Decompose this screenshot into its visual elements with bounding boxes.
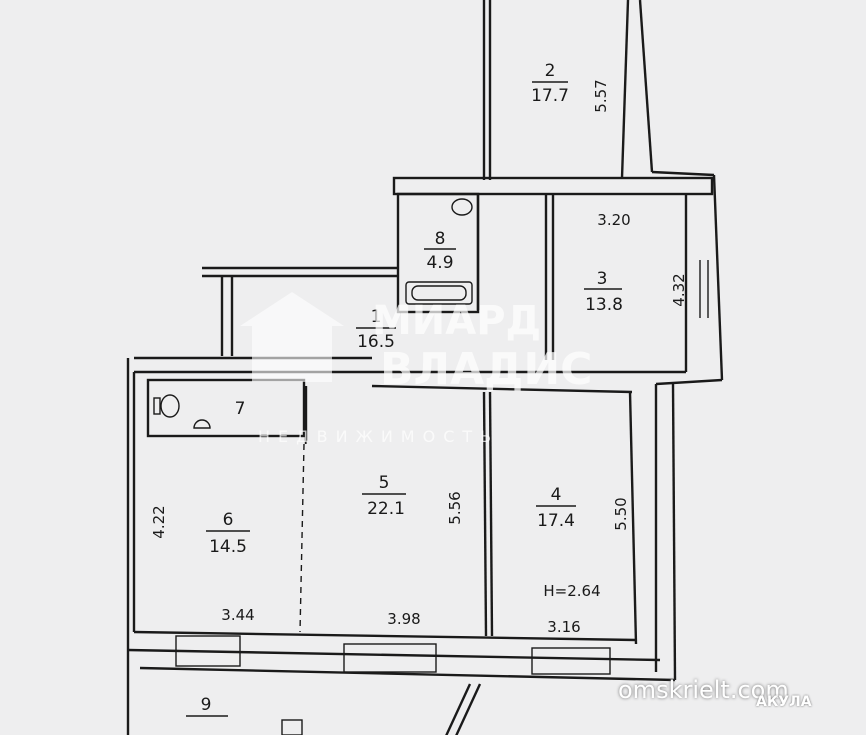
- site-watermark: omskrielt.com: [618, 676, 789, 704]
- room-2-number: 2: [545, 61, 556, 81]
- room-8-area: 4.9: [426, 253, 453, 273]
- room-6-label: 6 14.5: [206, 510, 250, 557]
- room-2-walls: [482, 0, 654, 180]
- room-8-number: 8: [435, 229, 446, 249]
- basin-icon: [193, 419, 211, 429]
- room-2-label: 2 17.7: [531, 61, 569, 106]
- dim-550: 5.50: [612, 497, 630, 530]
- room-9-number: 9: [201, 695, 212, 715]
- room-3-area: 13.8: [585, 295, 623, 315]
- watermark-brand-line1: МИАРД: [372, 298, 541, 344]
- room-6-area: 14.5: [209, 537, 247, 557]
- room-3-number: 3: [597, 269, 608, 289]
- dim-557: 5.57: [592, 79, 610, 112]
- dim-398: 3.98: [387, 610, 420, 628]
- toilet-icon: [153, 394, 180, 418]
- room-6-number: 6: [223, 510, 234, 530]
- room-1-label: 1 16.5: [356, 307, 396, 352]
- dim-320: 3.20: [597, 211, 630, 229]
- watermark-tagline: НЕДВИЖИМОСТЬ: [258, 427, 499, 446]
- bathtub-icon: [405, 281, 473, 305]
- room-4-area: 17.4: [537, 511, 575, 531]
- room-5-label: 5 22.1: [362, 473, 406, 519]
- room-5-area: 22.1: [367, 499, 405, 519]
- watermark: МИАРД ВЛАДИС НЕДВИЖИМОСТЬ: [240, 292, 592, 446]
- upper-walls: [392, 170, 724, 681]
- room-5-number: 5: [379, 473, 390, 493]
- ceiling-height: H=2.64: [543, 582, 600, 600]
- dim-316: 3.16: [547, 618, 580, 636]
- house-logo-icon: [240, 292, 344, 382]
- dim-344: 3.44: [221, 606, 254, 624]
- room-8-label: 8 4.9: [424, 229, 456, 273]
- dim-422: 4.22: [150, 505, 168, 538]
- room-7-label: 7: [235, 399, 246, 419]
- sink-icon: [451, 198, 473, 216]
- dim-556: 5.56: [446, 491, 464, 524]
- watermark-brand-line2: ВЛАДИС: [380, 344, 592, 395]
- room-3-label: 3 13.8: [584, 269, 623, 315]
- room-9-label: 9: [186, 695, 228, 717]
- room-7-number: 7: [235, 399, 246, 419]
- room-4-number: 4: [551, 485, 562, 505]
- lower-walls: [126, 358, 661, 735]
- partner-watermark: АКУЛА: [756, 694, 812, 710]
- dim-432: 4.32: [670, 273, 688, 306]
- room-2-area: 17.7: [531, 86, 569, 106]
- room-1-number: 1: [371, 307, 382, 327]
- room-9-walls: [139, 666, 676, 735]
- room-4-label: 4 17.4: [536, 485, 576, 531]
- room-1-area: 16.5: [357, 332, 395, 352]
